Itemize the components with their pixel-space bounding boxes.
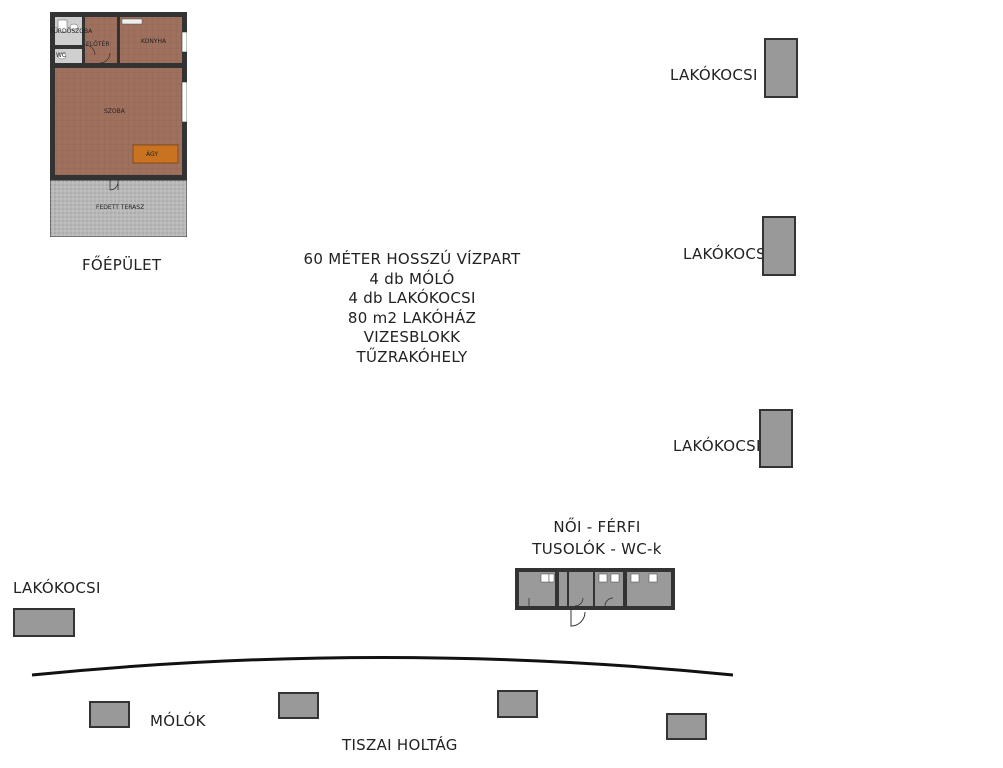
main-building-label: FŐÉPÜLET	[82, 256, 162, 274]
caravan-2	[762, 216, 796, 276]
pier-4	[666, 713, 707, 740]
caravan-4	[13, 608, 75, 637]
caravan-1	[764, 38, 798, 98]
room-label-bed: ÁGY	[146, 151, 159, 158]
pier-3	[497, 690, 538, 718]
wc-block-title: NŐI - FÉRFI TUSOLÓK - WC-k	[512, 516, 682, 560]
wc-block-drawing	[515, 568, 675, 627]
info-line-waterfront: 60 MÉTER HOSSZÚ VÍZPART	[303, 250, 521, 268]
wc-block-title-line2: TUSOLÓK - WC-k	[532, 540, 662, 558]
info-line-house: 80 m2 LAKÓHÁZ	[347, 308, 477, 327]
floor-plan-drawing	[49, 12, 188, 238]
caravan-label-1: LAKÓKOCSI	[670, 66, 758, 84]
room-label-terrace: FEDETT TERASZ	[96, 204, 145, 211]
site-info-block: 60 MÉTER HOSSZÚ VÍZPART 4 db MÓLÓ 4 db L…	[262, 250, 562, 367]
caravan-label-2: LAKÓKOCSI	[683, 245, 771, 263]
shoreline	[31, 656, 734, 677]
river-label: TISZAI HOLTÁG	[342, 736, 458, 754]
pier-1	[89, 701, 130, 728]
room-label-bathroom: FÜRDŐSZOBA	[50, 28, 93, 35]
room-label-kitchen: KONYHA	[141, 38, 167, 45]
wc-block-title-line1: NŐI - FÉRFI	[553, 518, 641, 536]
room-label-room: SZOBA	[104, 108, 125, 115]
wc-block-plan	[515, 568, 675, 630]
info-line-fireplace: TŰZRAKÓHELY	[356, 347, 468, 366]
caravan-label-4: LAKÓKOCSI	[13, 579, 101, 597]
info-line-caravans: 4 db LAKÓKOCSI	[348, 289, 476, 307]
room-label-hall: ELŐTÉR	[86, 41, 110, 48]
room-label-wc: WC	[56, 52, 67, 59]
caravan-3	[759, 409, 793, 468]
piers-label: MÓLÓK	[150, 712, 206, 730]
info-line-piers: 4 db MÓLÓ	[369, 269, 455, 288]
caravan-label-3: LAKÓKOCSI	[673, 437, 761, 455]
main-building-plan: FÜRDŐSZOBA ELŐTÉR KONYHA WC SZOBA ÁGY FE…	[49, 12, 188, 238]
info-line-water-block: VIZESBLOKK	[363, 328, 461, 346]
pier-2	[278, 692, 319, 719]
